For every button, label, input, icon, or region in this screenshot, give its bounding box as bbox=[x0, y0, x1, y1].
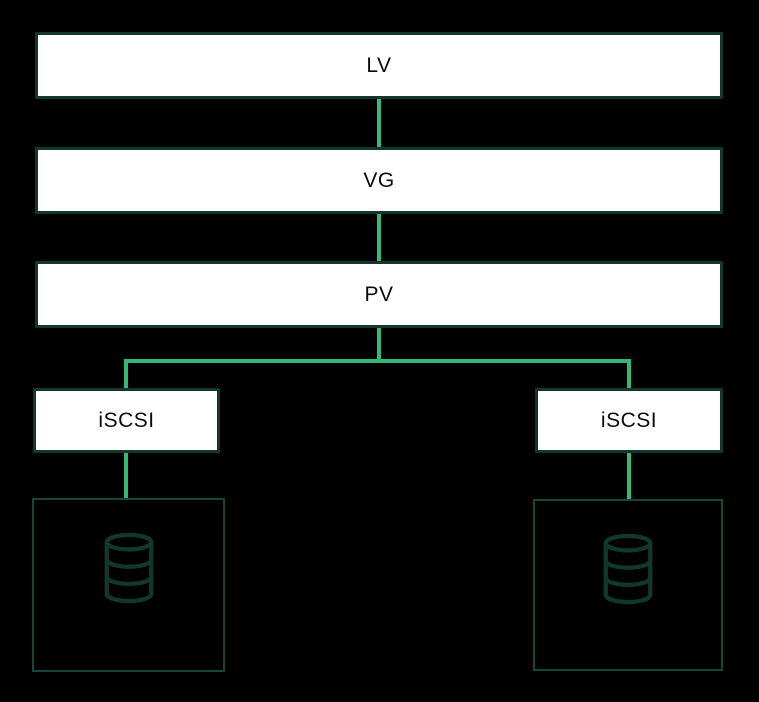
node-vg-label: VG bbox=[363, 168, 395, 192]
database-icon bbox=[104, 532, 153, 604]
database-icon bbox=[603, 533, 653, 605]
node-iscsi-right-label: iSCSI bbox=[600, 408, 658, 432]
edge-branch-right bbox=[627, 359, 631, 388]
node-iscsi-left-label: iSCSI bbox=[98, 408, 155, 432]
node-pv-label: PV bbox=[364, 282, 394, 306]
edge-vg-to-pv bbox=[377, 214, 381, 261]
node-lv: LV bbox=[35, 32, 723, 99]
storage-box-right bbox=[533, 499, 723, 671]
node-pv: PV bbox=[35, 261, 723, 328]
node-iscsi-right: iSCSI bbox=[535, 388, 723, 453]
node-iscsi-left: iSCSI bbox=[33, 388, 220, 453]
edge-iscsi-right-to-storage bbox=[627, 453, 631, 499]
storage-box-left bbox=[32, 498, 225, 672]
edge-branch-horizontal bbox=[124, 359, 631, 363]
edge-lv-to-vg bbox=[377, 99, 381, 147]
node-vg: VG bbox=[35, 147, 723, 214]
edge-iscsi-left-to-storage bbox=[124, 453, 128, 498]
node-lv-label: LV bbox=[366, 53, 392, 77]
edge-branch-left bbox=[124, 359, 128, 388]
edge-pv-stem bbox=[377, 328, 381, 363]
